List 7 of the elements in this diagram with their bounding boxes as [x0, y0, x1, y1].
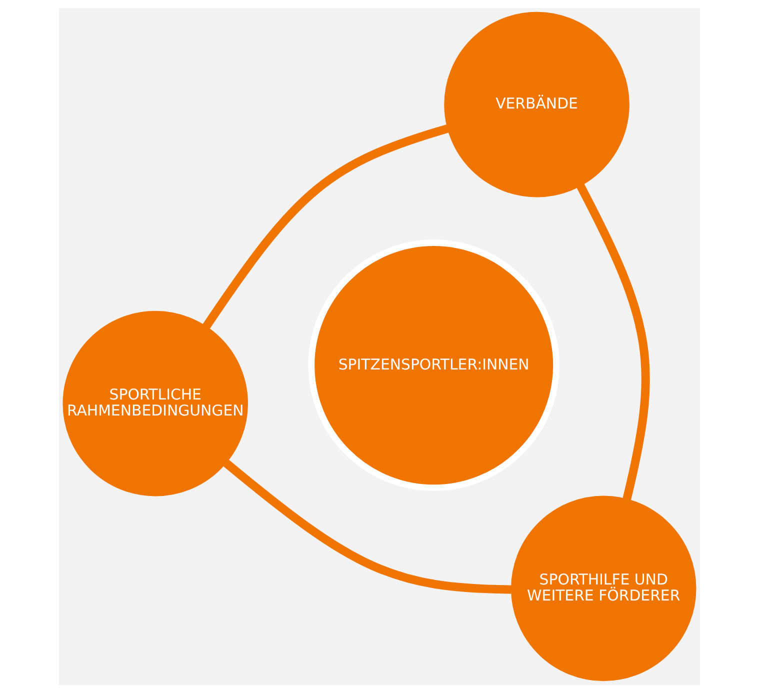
connector: [576, 184, 650, 500]
node-circle: VERBÄNDE: [444, 12, 629, 198]
node-circle: SPORTHILFE UND WEITERE FÖRDERER: [510, 496, 696, 682]
connector: [222, 460, 511, 594]
node-circle: SPORTLICHE RAHMENBEDINGUNGEN: [62, 310, 248, 496]
connector: [202, 124, 448, 329]
node-circle: SPITZENSPORTLER:INNEN: [308, 240, 559, 491]
